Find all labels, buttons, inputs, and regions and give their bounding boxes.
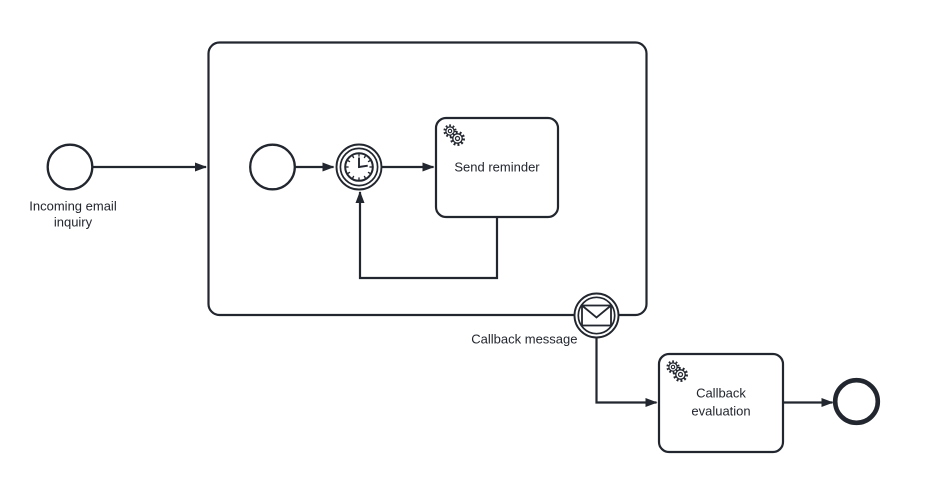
gears-icon [443,124,465,146]
task-callback-evaluation[interactable]: Callback evaluation [657,352,785,454]
sequence-flow-boundary-to-callback[interactable] [595,337,658,407]
inner-start-event[interactable] [249,143,296,191]
start-event-label-line1: Incoming email [29,199,117,214]
task-send-reminder-box [434,116,560,219]
boundary-event-callback-message[interactable] [573,292,620,339]
start-event-label-line2: inquiry [54,215,93,230]
task-callback-evaluation-label-line1: Callback [696,386,746,401]
end-event-circle [832,377,881,426]
clock-icon [344,152,374,182]
end-event[interactable] [832,377,881,426]
task-send-reminder-label: Send reminder [454,160,540,175]
gears-icon [666,360,688,382]
start-event-circle [46,143,94,191]
timer-intermediate-event[interactable] [335,143,383,191]
task-callback-evaluation-label-line2: evaluation [691,404,750,419]
task-callback-evaluation-box [657,352,785,454]
boundary-event-label: Callback message [471,332,577,347]
inner-start-event-circle [249,143,296,191]
start-event-incoming-email[interactable] [46,143,94,191]
task-send-reminder[interactable]: Send reminder [434,116,560,219]
sequence-flow-sendreminder-loop-to-timer[interactable] [355,191,499,280]
subprocess-container[interactable] [207,41,648,317]
envelope-icon [581,304,612,327]
